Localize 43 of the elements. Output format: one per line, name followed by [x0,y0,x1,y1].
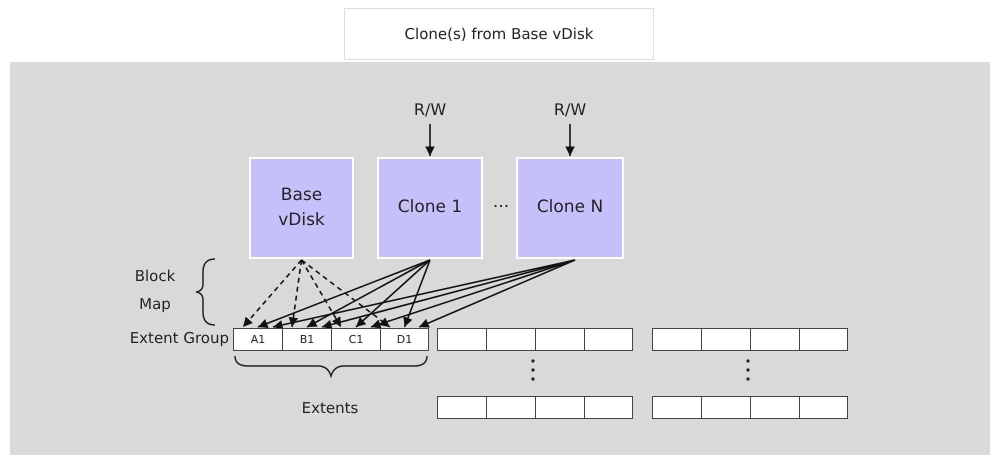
dashed-arrow [301,259,390,328]
arrow [565,124,575,156]
extent-cell [437,328,487,351]
extent-cell [652,328,702,351]
title-box: Clone(s) from Base vDisk [344,8,654,60]
axis-label: Extents [300,399,360,417]
arrow [306,259,430,328]
rw-label: R/W [540,100,600,124]
extent-cell [584,396,633,419]
extent-cell: D1 [380,328,429,351]
dashed-arrow [242,259,302,328]
ellipsis-text: ... [492,192,510,212]
extent-cell [584,328,633,351]
axis-label: Block Map [134,266,176,315]
arrow [355,259,431,328]
extent-cell [652,396,702,419]
arrow [258,259,430,328]
extent-cell [750,328,800,351]
extent-cell: A1 [233,328,283,351]
extent-cell [535,396,585,419]
extent-cell [799,396,848,419]
dashed-arrow [288,260,302,328]
extent-cell [701,396,751,419]
dashed-arrow [300,260,342,328]
arrow [403,260,431,328]
extent-cell [486,396,536,419]
rw-label: R/W [400,100,460,124]
row-label: Extent Group [128,329,229,347]
extent-cell: C1 [331,328,381,351]
extent-cell [437,396,487,419]
clone-box: Clone 1 [377,157,483,259]
extent-cell [750,396,800,419]
extent-cell [701,328,751,351]
arrow [418,259,576,328]
arrow [272,259,576,330]
extent-cell: B1 [282,328,332,351]
arrow [370,259,576,329]
extent-cell [535,328,585,351]
vdisk-box: Base vDisk [249,157,354,259]
arrow [425,124,435,156]
clone-box: Clone N [516,157,624,259]
extent-cell [486,328,536,351]
extent-cell [799,328,848,351]
